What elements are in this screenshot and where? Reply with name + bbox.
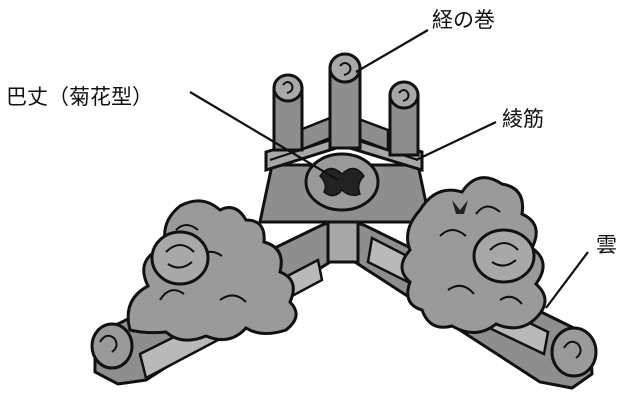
leader-lines <box>189 29 589 309</box>
cloud-left <box>126 199 298 342</box>
leader-ryosuji <box>415 121 497 161</box>
leader-tomoe-mon <box>189 91 339 181</box>
cloud-right <box>400 176 547 334</box>
leader-kyo-no-maki <box>355 29 429 73</box>
label-tomoe-mon: 巴丈（菊花型） <box>6 85 153 109</box>
cloud-right-disc <box>472 228 536 284</box>
right-end-roll <box>550 326 598 378</box>
left-end-roll <box>90 322 134 370</box>
label-ryosuji: 綾筋 <box>502 107 544 131</box>
leader-kumo <box>545 251 589 309</box>
cloud-left-disc <box>150 230 210 286</box>
label-kyo-no-maki: 経の巻 <box>432 8 495 32</box>
label-kumo: 雲 <box>596 233 617 257</box>
scroll-rolls <box>272 52 420 157</box>
center-valley <box>326 220 360 264</box>
chrysanthemum-crest <box>304 152 380 212</box>
